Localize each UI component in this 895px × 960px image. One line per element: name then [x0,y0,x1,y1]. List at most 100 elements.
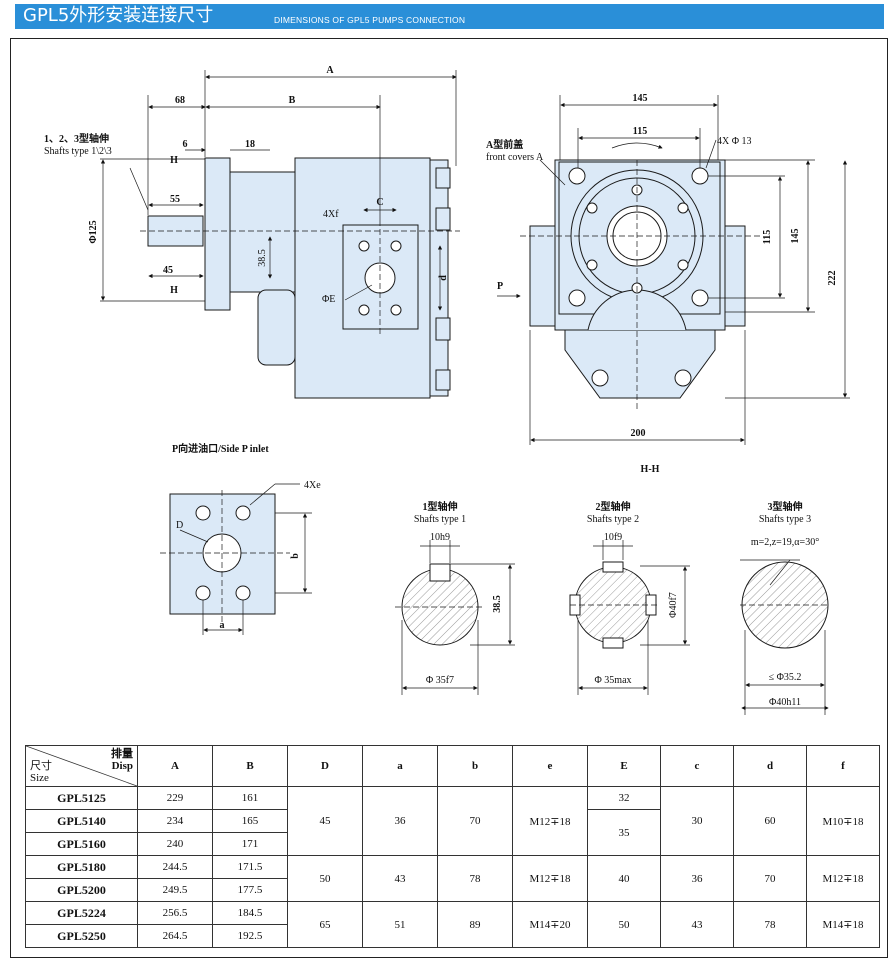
side-inlet-title: P向进油口/Side P inlet [172,442,269,455]
col-a: a [362,745,438,787]
table-row: GPL5140 234 165 35 [25,809,880,856]
shaft1-cn: 1型轴伸 [423,500,458,513]
shaft2-dia: Φ 35max [594,675,631,686]
cell-b: 78 [437,855,513,902]
front-cover-en: front covers A [486,152,544,163]
col-c: c [660,745,734,787]
col-d: d [733,745,807,787]
bolt-3 [435,317,451,341]
dim-115-v: 115 [762,230,773,244]
dim-phi125: Φ125 [88,220,99,243]
table-row: GPL5224 256.5 184.5 65 51 89 M14∓20 50 4… [25,901,880,948]
cell-a: 51 [362,901,438,948]
shaft1-h: 38.5 [492,595,503,613]
cell-f: M12∓18 [806,855,880,902]
side-view [147,157,451,399]
cell-d: 70 [733,855,807,902]
lower-boss [257,289,296,366]
cell-B: 171.5 [212,855,288,879]
cell-A: 264.5 [137,924,213,948]
cell-d: 78 [733,901,807,948]
cell-B: 171 [212,832,288,856]
col-e: e [512,745,588,787]
dim-222: 222 [827,271,838,286]
row-size: GPL5160 [25,832,138,856]
cell-A: 240 [137,832,213,856]
cell-B: 161 [212,786,288,810]
col-f: f [806,745,880,787]
dim-145-v: 145 [790,229,801,244]
table-row: GPL5250 264.5 192.5 [25,924,880,948]
shaft1-en: Shafts type 1 [414,514,466,525]
dim-d: d [438,275,449,281]
col-E: E [587,745,661,787]
shaft-type-1 [395,540,515,695]
col-b: b [437,745,513,787]
shaft2-od: Φ40f7 [668,592,679,618]
dim-4xe: 4Xe [304,480,321,491]
dim-200: 200 [631,428,646,439]
shaft [147,215,204,247]
arrow-P: P [497,281,503,292]
shaft-type-3 [740,559,830,715]
shaft3-cn: 3型轴伸 [768,500,803,513]
row-size: GPL5250 [25,924,138,948]
cell-D: 65 [287,901,363,948]
header-bar: GPL5外形安装连接尺寸 DIMENSIONS OF GPL5 PUMPS CO… [15,4,884,29]
drawing-frame [10,38,888,958]
cell-A: 244.5 [137,855,213,879]
dim-68: 68 [175,95,185,106]
cell-B: 165 [212,809,288,833]
cell-A: 234 [137,809,213,833]
front-dims [497,95,850,445]
dim-18: 18 [245,139,255,150]
side-dims [100,70,460,335]
dim-55: 55 [170,194,180,205]
dim-45: 45 [163,265,173,276]
header-subtitle: DIMENSIONS OF GPL5 PUMPS CONNECTION [274,15,466,25]
dim-4xf: 4Xf [323,209,339,220]
shaft-note-en: Shafts type 1\2\3 [44,146,112,157]
shaft-type-2 [569,540,690,695]
corner-top: 排量 [111,748,133,760]
section-h-top: H [170,155,178,166]
table-row: GPL5125 229 161 45 36 70 M12∓18 32 30 60… [25,786,880,856]
cell-B: 184.5 [212,901,288,925]
inlet-view [160,483,312,635]
shaft2-cn: 2型轴伸 [596,500,631,513]
dim-a: a [220,620,225,631]
cell-E: 35 [587,809,661,856]
shaft3-d2: Φ40h11 [769,697,801,708]
cell-a: 36 [362,786,438,856]
cell-a: 43 [362,855,438,902]
dim-b: b [290,553,301,559]
bolt-4 [435,369,451,391]
cell-c: 36 [660,855,734,902]
dim-D: D [176,520,183,531]
cell-E: 40 [587,855,661,902]
shaft1-key: 10h9 [430,532,450,543]
cell-A: 249.5 [137,878,213,902]
cell-c: 30 [660,786,734,856]
col-B: B [212,745,288,787]
bolt-2 [435,207,451,231]
technical-drawing: A 68 B 6 18 55 45 C H H Φ125 38.5 d 4Xf … [44,65,850,715]
cell-A: 229 [137,786,213,810]
cell-E: 32 [587,786,661,810]
dim-phiE: ΦE [322,294,335,305]
shaft2-en: Shafts type 2 [587,514,639,525]
cell-e: M12∓18 [512,855,588,902]
cell-b: 89 [437,901,513,948]
shaft3-en: Shafts type 3 [759,514,811,525]
col-D: D [287,745,363,787]
section-h-bottom: H [170,285,178,296]
hh-title: H-H [641,464,660,475]
row-size: GPL5200 [25,878,138,902]
cell-B: 192.5 [212,924,288,948]
dim-6: 6 [183,139,188,150]
shaft2-key: 10f9 [604,532,622,543]
shaft-note-cn: 1、2、3型轴伸 [44,132,109,145]
bolt-1 [435,167,451,189]
